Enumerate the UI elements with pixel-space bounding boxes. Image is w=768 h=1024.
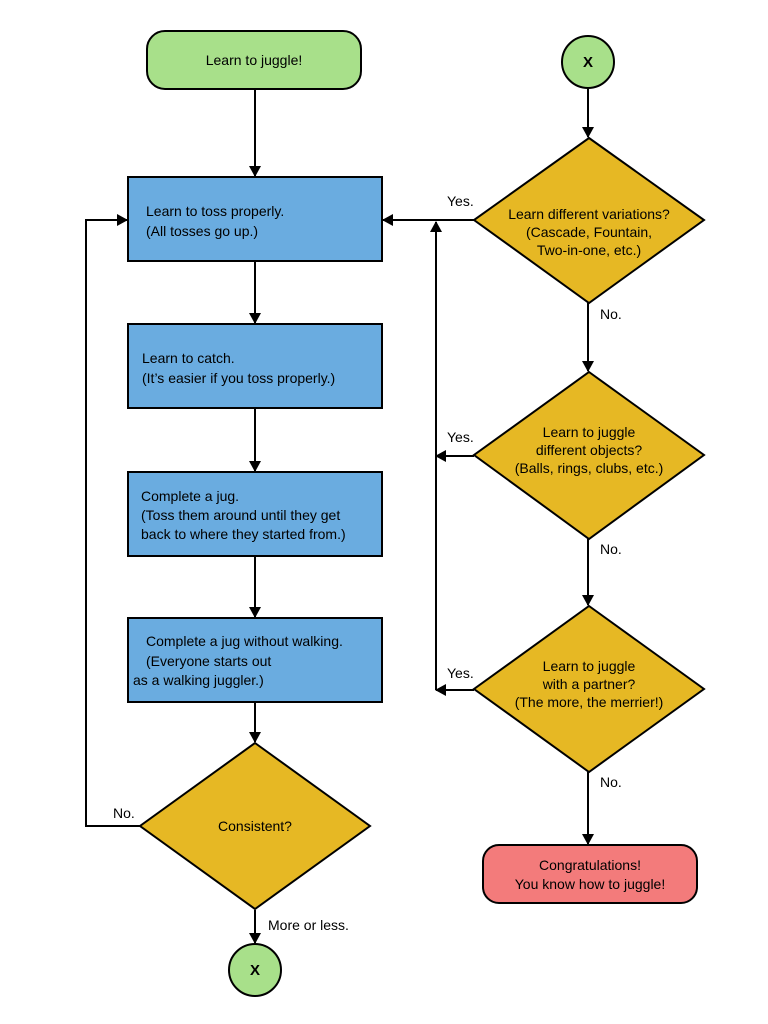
objects-no-label: No. bbox=[600, 541, 622, 557]
jug-line-3: back to where they started from.) bbox=[141, 526, 346, 542]
node-jug: Complete a jug. (Toss them around until … bbox=[127, 471, 383, 557]
edge-consistent-no-loop bbox=[85, 214, 140, 827]
connector-top-shape bbox=[561, 35, 615, 89]
consistent-decision-shape bbox=[138, 741, 372, 911]
variations-yes-label: Yes. bbox=[447, 193, 474, 209]
partner-no-label: No. bbox=[600, 774, 622, 790]
variations-decision-shape bbox=[472, 136, 706, 305]
node-jug-no-walk: Complete a jug without walking. (Everyon… bbox=[127, 617, 383, 703]
connectors bbox=[85, 89, 594, 944]
jug-line-2: (Toss them around until they get bbox=[141, 507, 340, 523]
objects-line-1: Learn to juggle bbox=[543, 424, 636, 440]
end-terminal-shape bbox=[482, 844, 698, 904]
node-variations: Learn different variations? (Cascade, Fo… bbox=[472, 136, 706, 305]
connector-bottom-label: X bbox=[250, 962, 260, 979]
node-objects: Learn to juggle different objects? (Ball… bbox=[472, 370, 706, 541]
consistent-no-label: No. bbox=[113, 805, 135, 821]
end-line-2: You know how to juggle! bbox=[515, 876, 665, 892]
edge-labels: No. More or less. Yes. No. Yes. No. Yes.… bbox=[113, 193, 622, 933]
node-connector-bottom: X bbox=[228, 943, 282, 997]
connector-bottom-shape bbox=[228, 943, 282, 997]
variations-line-3: Two-in-one, etc.) bbox=[537, 242, 641, 258]
start-label: Learn to juggle! bbox=[206, 52, 303, 68]
variations-no-label: No. bbox=[600, 306, 622, 322]
jug-line-1: Complete a jug. bbox=[141, 488, 239, 504]
jug-no-walk-line-2: (Everyone starts out bbox=[146, 653, 271, 669]
jug-process-shape bbox=[127, 471, 383, 557]
jug-no-walk-line-3: as a walking juggler.) bbox=[133, 672, 264, 688]
toss-process-shape bbox=[127, 176, 383, 262]
catch-process-shape bbox=[127, 323, 383, 409]
node-end: Congratulations! You know how to juggle! bbox=[482, 844, 698, 904]
end-line-1: Congratulations! bbox=[539, 857, 641, 873]
start-terminal-shape bbox=[146, 30, 362, 90]
partner-line-2: with a partner? bbox=[542, 676, 636, 692]
catch-line-1: Learn to catch. bbox=[142, 350, 235, 366]
node-consistent: Consistent? bbox=[138, 741, 372, 911]
objects-line-2: different objects? bbox=[536, 442, 643, 458]
connector-top-label: X bbox=[583, 54, 593, 71]
node-partner: Learn to juggle with a partner? (The mor… bbox=[472, 604, 706, 774]
node-start: Learn to juggle! bbox=[146, 30, 362, 90]
partner-line-1: Learn to juggle bbox=[543, 658, 636, 674]
consistent-yes-label: More or less. bbox=[268, 917, 349, 933]
variations-line-1: Learn different variations? bbox=[508, 206, 670, 222]
catch-line-2: (It’s easier if you toss properly.) bbox=[142, 370, 335, 386]
toss-line-2: (All tosses go up.) bbox=[146, 223, 258, 239]
partner-decision-shape bbox=[472, 604, 706, 774]
variations-line-2: (Cascade, Fountain, bbox=[526, 224, 652, 240]
objects-yes-label: Yes. bbox=[447, 429, 474, 445]
jug-no-walk-process-shape bbox=[127, 617, 383, 703]
node-toss: Learn to toss properly. (All tosses go u… bbox=[127, 176, 383, 262]
objects-line-3: (Balls, rings, clubs, etc.) bbox=[515, 460, 664, 476]
node-catch: Learn to catch. (It’s easier if you toss… bbox=[127, 323, 383, 409]
node-connector-top: X bbox=[561, 35, 615, 89]
objects-decision-shape bbox=[472, 370, 706, 541]
jug-no-walk-line-1: Complete a jug without walking. bbox=[146, 633, 343, 649]
toss-line-1: Learn to toss properly. bbox=[146, 203, 284, 219]
consistent-label: Consistent? bbox=[218, 818, 292, 834]
partner-yes-label: Yes. bbox=[447, 665, 474, 681]
partner-line-3: (The more, the merrier!) bbox=[515, 694, 664, 710]
